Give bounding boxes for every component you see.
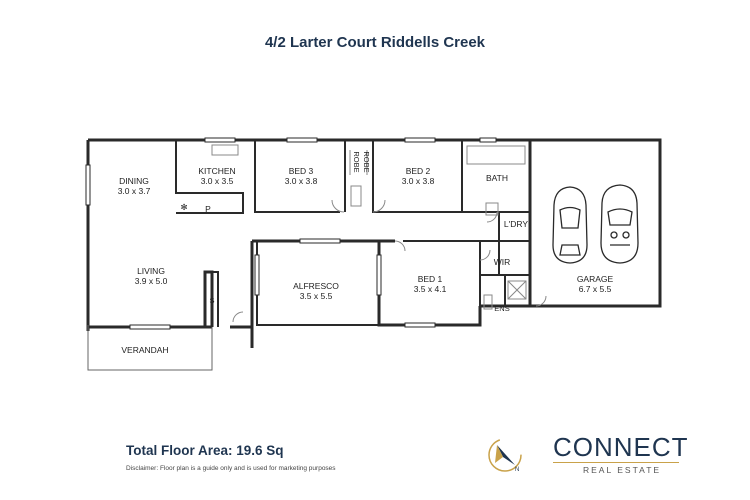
living-size: 3.9 x 5.0 — [135, 276, 168, 286]
wir-label: WIR — [494, 257, 511, 267]
dining-label: DINING — [119, 176, 149, 186]
dining-size: 3.0 x 3.7 — [118, 186, 151, 196]
car-right-icon — [600, 184, 639, 264]
pantry-label: P — [205, 204, 211, 214]
laundry-label: L'DRY — [504, 219, 528, 229]
car-icons — [552, 184, 639, 264]
asterisk-icon: ✻ — [180, 202, 187, 212]
connect-compass-logo: N — [488, 438, 522, 473]
bed2-size: 3.0 x 3.8 — [402, 176, 435, 186]
robe-label-1: ROBE — [352, 151, 361, 172]
plan-title: 4/2 Larter Court Riddells Creek — [264, 34, 486, 51]
verandah-label: VERANDAH — [121, 345, 168, 355]
compass-icon: N — [488, 438, 522, 473]
bath-label: BATH — [486, 173, 508, 183]
alfresco-size: 3.5 x 5.5 — [300, 291, 333, 301]
disclaimer: Disclaimer: Floor plan is a guide only a… — [126, 465, 336, 472]
kitchen-label: KITCHEN — [198, 166, 235, 176]
ensuite-label: ENS — [494, 304, 509, 313]
garage-size: 6.7 x 5.5 — [579, 284, 612, 294]
bed3-size: 3.0 x 3.8 — [285, 176, 318, 186]
brand-tagline: REAL ESTATE — [583, 465, 662, 475]
bed1-size: 3.5 x 4.1 — [414, 284, 447, 294]
storage-label: S — [209, 296, 214, 305]
robe-label-2: ROBE — [362, 151, 371, 172]
garage-label: GARAGE — [577, 274, 614, 284]
bed1-label: BED 1 — [418, 274, 443, 284]
kitchen-size: 3.0 x 3.5 — [201, 176, 234, 186]
brand-rule — [553, 462, 679, 463]
car-left-icon — [552, 186, 588, 264]
bed3-label: BED 3 — [289, 166, 314, 176]
windows — [85, 137, 497, 330]
fixtures — [211, 144, 547, 323]
alfresco-label: ALFRESCO — [293, 281, 339, 291]
brand-name: CONNECT — [553, 432, 689, 462]
compass-letter: N — [515, 467, 519, 473]
total-floor-area: Total Floor Area: 19.6 Sq — [126, 443, 284, 458]
bed2-label: BED 2 — [406, 166, 431, 176]
living-label: LIVING — [137, 266, 165, 276]
